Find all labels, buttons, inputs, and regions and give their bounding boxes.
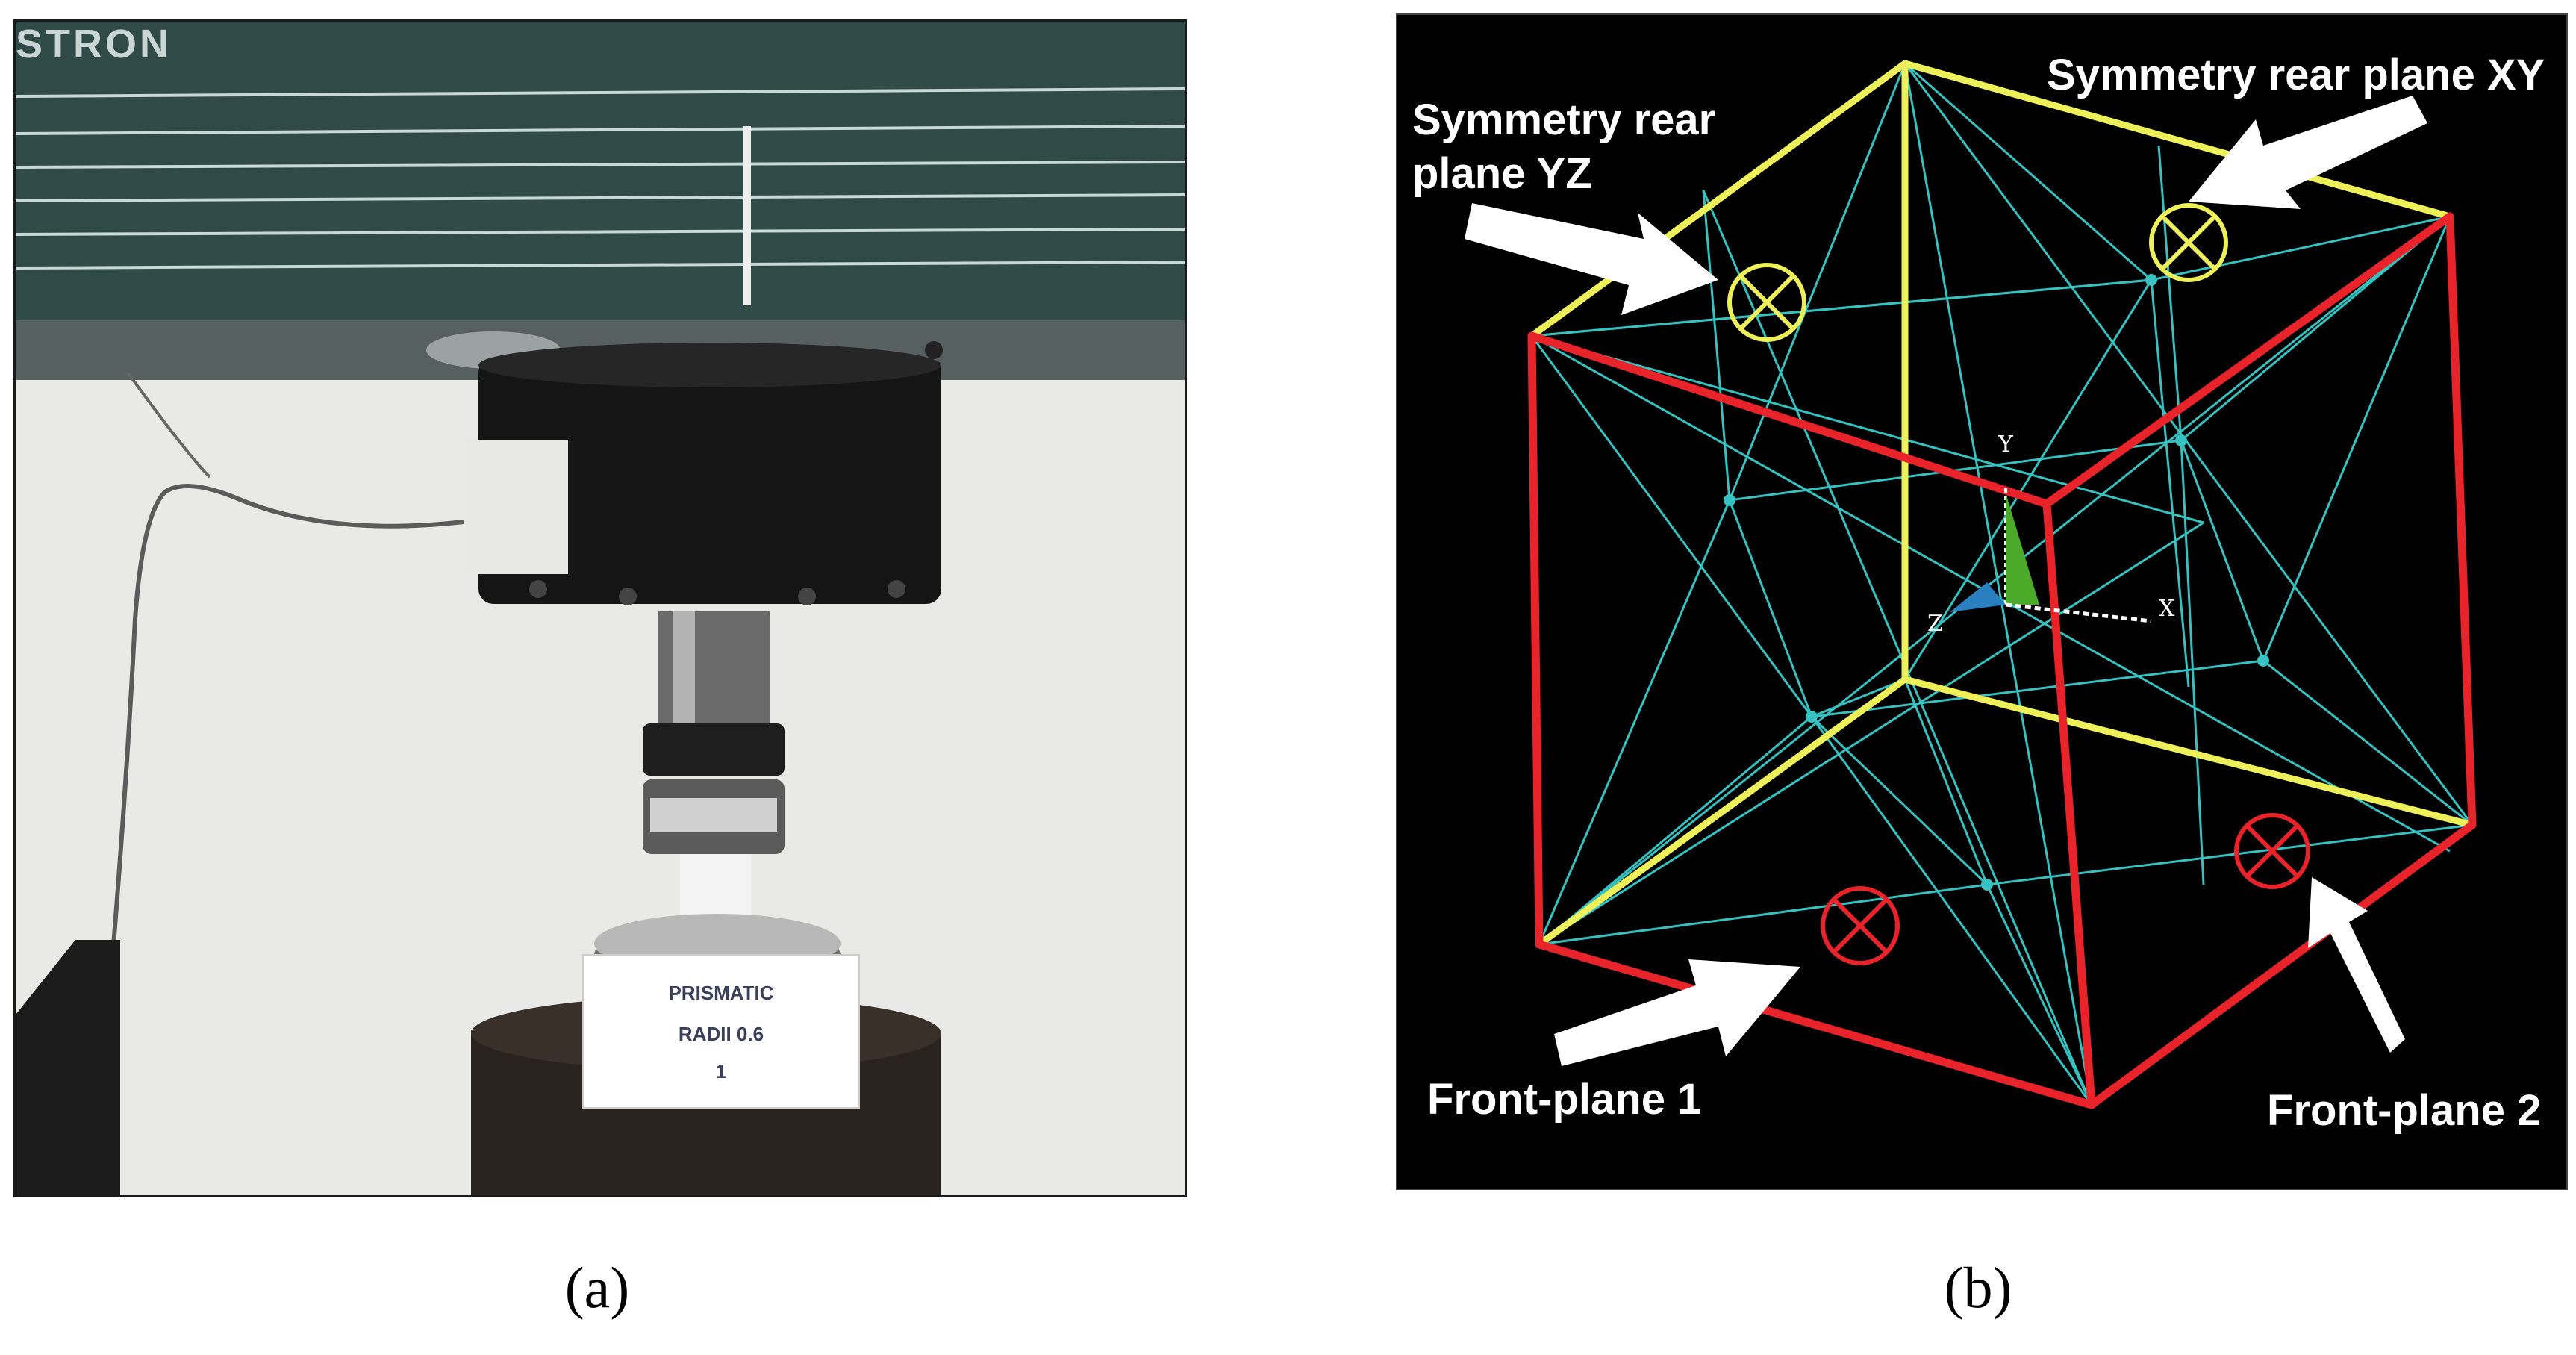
label-symmetry-yz-line2: plane YZ [1412, 149, 1592, 198]
load-cell-label [464, 440, 568, 574]
lattice-nodes [1724, 274, 2269, 891]
caption-a: (a) [564, 1255, 630, 1320]
label-symmetry-yz-line1: Symmetry rear [1412, 96, 1715, 144]
diagram-panel-b: Y X Z [1396, 13, 2568, 1190]
axis-y-label: Y [1998, 432, 2014, 458]
axis-triad-icon: Y X Z [1927, 432, 2175, 637]
crosshead [16, 22, 1185, 320]
front-edges [1527, 212, 2477, 1109]
axis-x-label: X [2159, 596, 2175, 622]
card-line-3: 1 [716, 1060, 726, 1083]
arrow-front-2 [2308, 877, 2405, 1053]
label-front-plane-2: Front-plane 2 [2267, 1086, 2541, 1135]
card-line-2: RADII 0.6 [679, 1023, 764, 1045]
lattice-struts [1530, 62, 2474, 1106]
arrow-front-1 [1554, 959, 1800, 1066]
card-line-1: PRISMATIC [668, 982, 773, 1004]
arrow-icon [1465, 96, 2427, 1066]
symmetry-marker-xy [2149, 203, 2228, 282]
front-marker-1 [1821, 886, 1900, 965]
arrow-symmetry-xy [2189, 96, 2427, 209]
label-front-plane-1: Front-plane 1 [1427, 1075, 1701, 1124]
arrow-symmetry-yz [1465, 203, 1718, 315]
load-cell [478, 358, 941, 604]
unit-cell-diagram: Y X Z [1397, 15, 2566, 1189]
caption-b: (b) [1944, 1255, 2012, 1320]
symmetry-marker-yz [1727, 263, 1806, 342]
label-symmetry-xy: Symmetry rear plane XY [2047, 51, 2545, 99]
brand-text: STRON [16, 22, 172, 66]
symmetry-marker-icon [1727, 203, 2310, 965]
rear-edges [1528, 60, 2476, 948]
photo-panel-a: STRON [13, 19, 1187, 1197]
axis-z-label: Z [1927, 611, 1943, 637]
specimen-card [582, 954, 860, 1109]
compression-test-photo: STRON [16, 22, 1185, 1195]
front-marker-2 [2234, 813, 2310, 889]
